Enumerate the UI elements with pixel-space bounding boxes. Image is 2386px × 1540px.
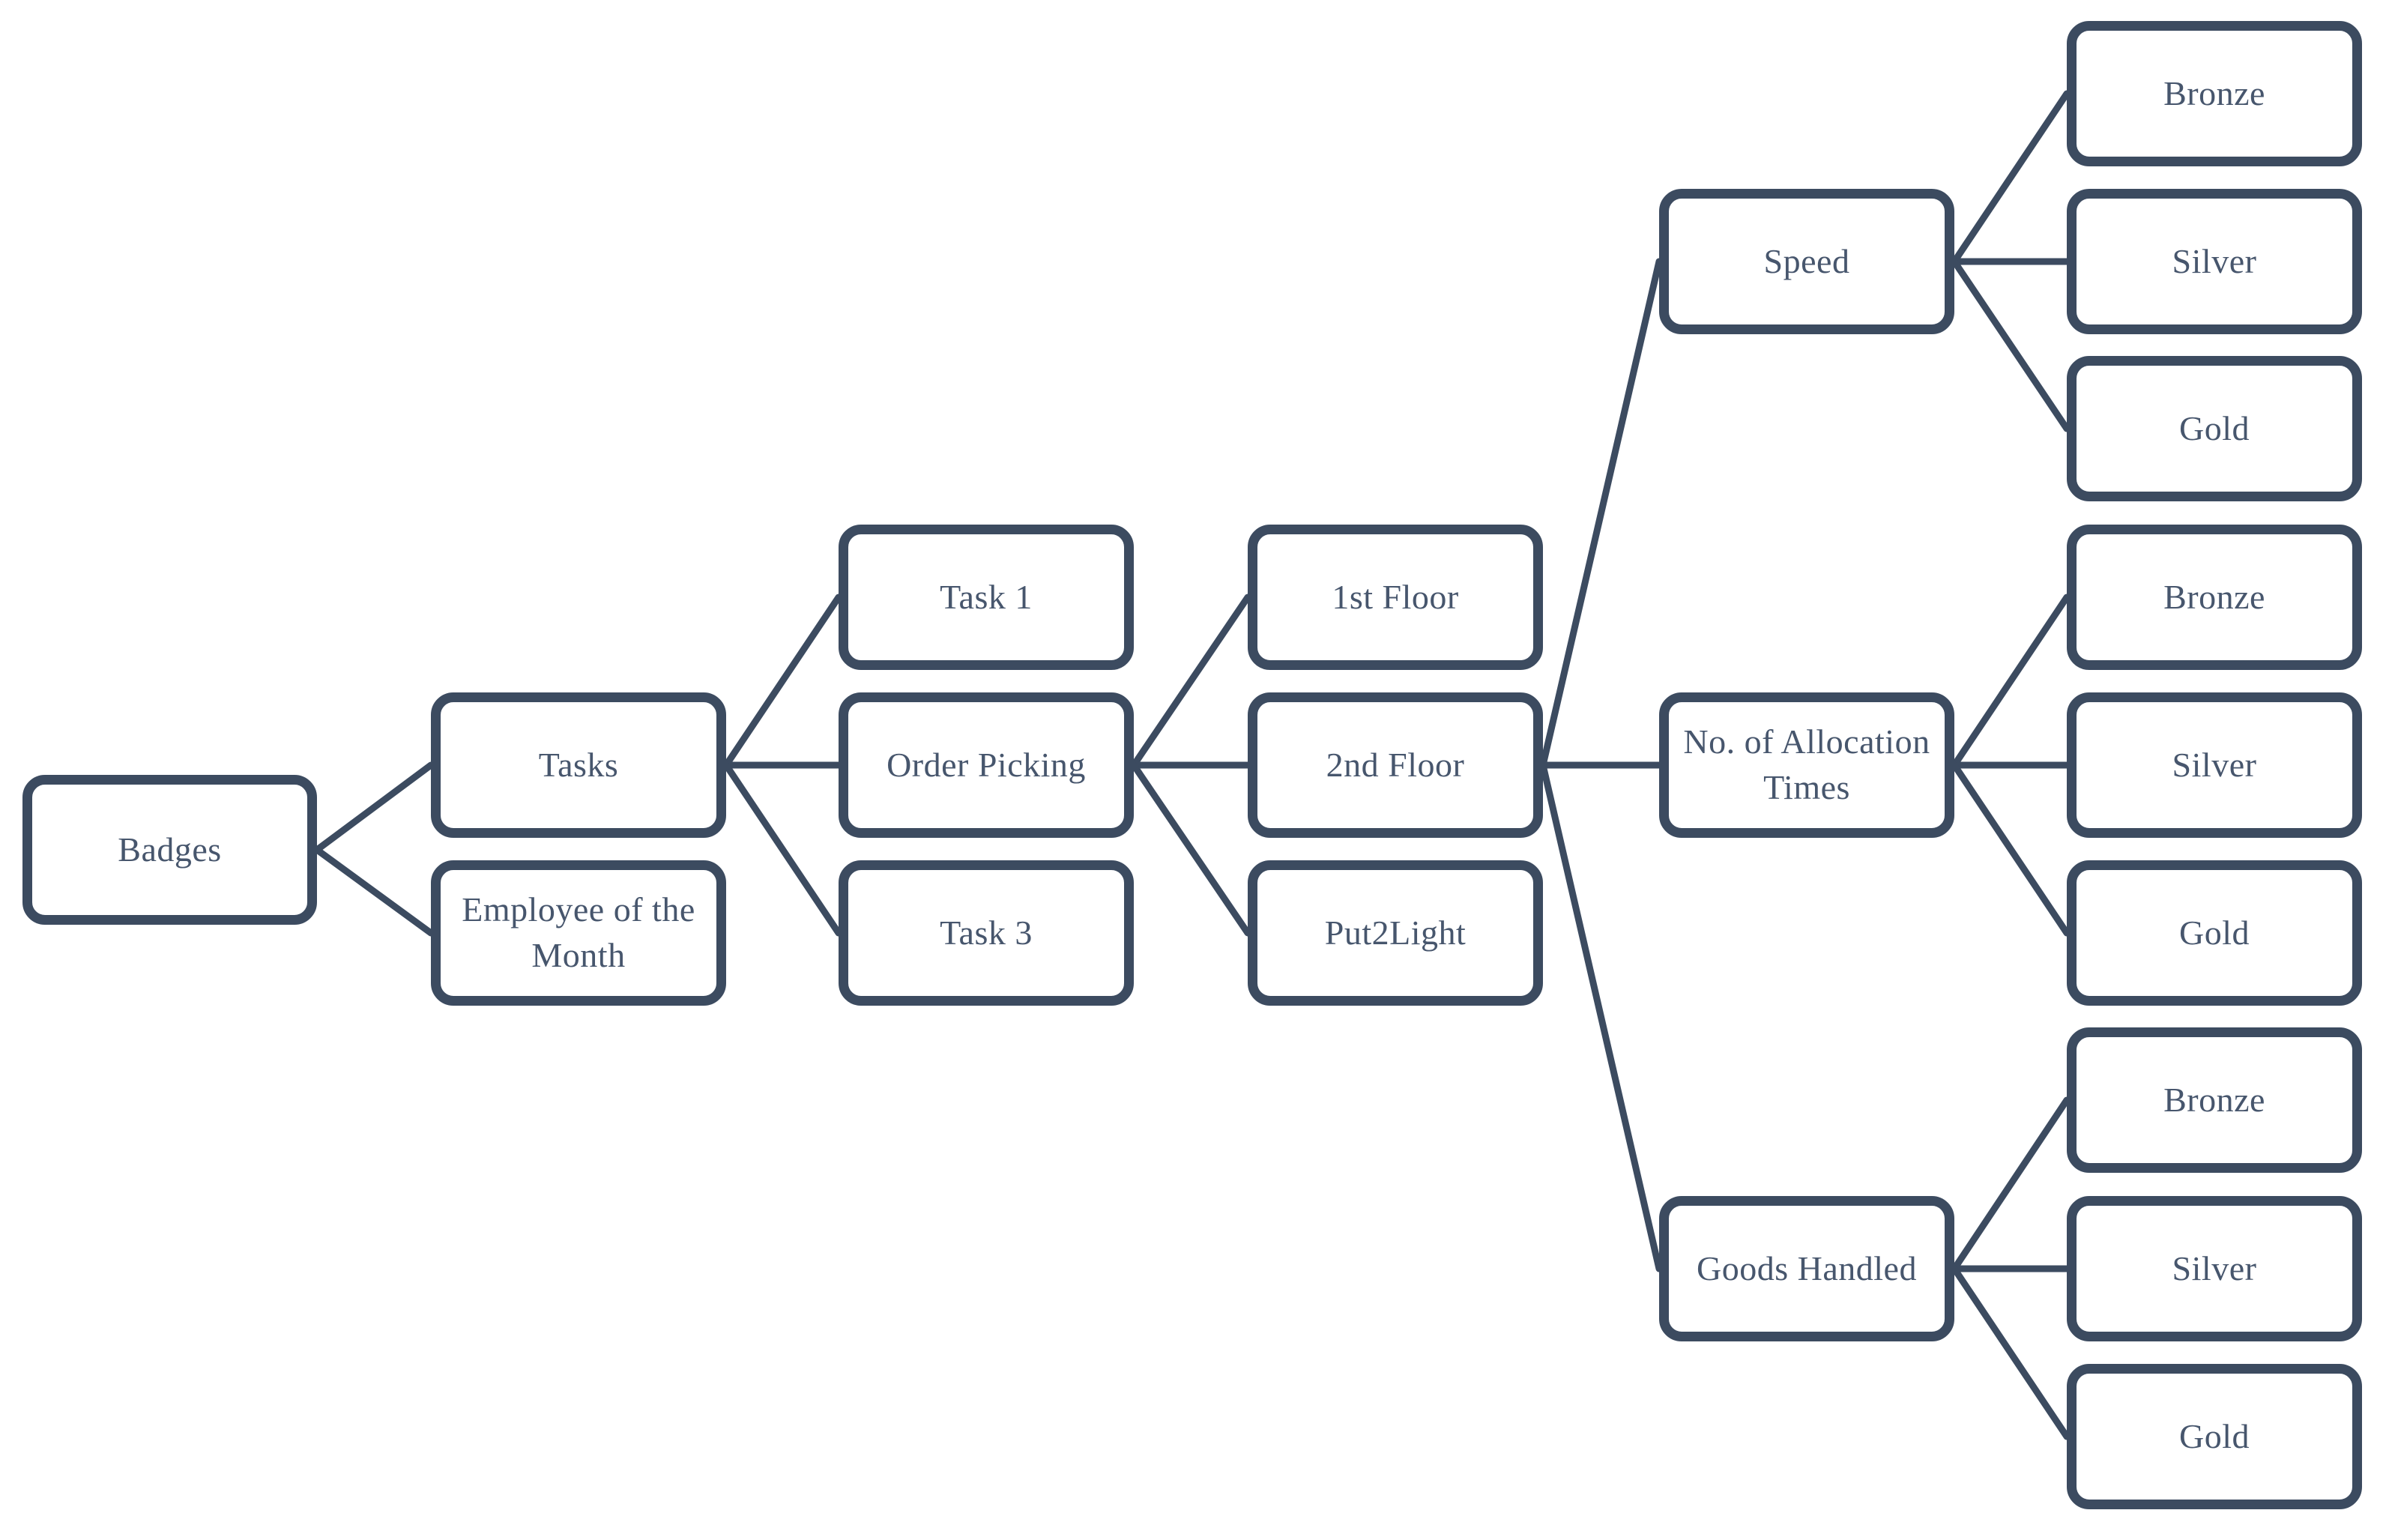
edge-order-picking-floor1: [1130, 594, 1251, 769]
node-employee: Employee of the Month: [431, 860, 726, 1006]
node-label: Silver: [2172, 1248, 2257, 1287]
edge-order-picking-put2light: [1130, 761, 1251, 937]
node-speed: Speed: [1659, 189, 1954, 334]
node-order-picking: Order Picking: [839, 692, 1134, 838]
edge-badges-tasks: [313, 761, 435, 854]
node-tasks: Tasks: [431, 692, 726, 838]
edge-speed-speed-gold: [1951, 258, 2071, 432]
node-label: Silver: [2172, 745, 2257, 784]
node-alloc-gold: Gold: [2067, 860, 2362, 1006]
edge-badges-employee: [313, 846, 435, 937]
node-label: Task 1: [940, 577, 1033, 616]
node-task1: Task 1: [839, 525, 1134, 670]
edge-tasks-task3: [722, 761, 842, 937]
node-label: Goods Handled: [1697, 1248, 1917, 1287]
node-label: Employee of the Month: [462, 890, 695, 974]
node-alloc: No. of Allocation Times: [1659, 692, 1954, 838]
node-label: 2nd Floor: [1326, 745, 1465, 784]
node-label: Badges: [118, 830, 222, 869]
node-speed-gold: Gold: [2067, 356, 2362, 501]
node-label: Gold: [2179, 408, 2250, 447]
node-goods: Goods Handled: [1659, 1196, 1954, 1341]
node-goods-silver: Silver: [2067, 1196, 2362, 1341]
node-task3: Task 3: [839, 860, 1134, 1006]
node-label: No. of Allocation Times: [1683, 722, 1930, 806]
edge-tasks-task1: [722, 594, 842, 769]
edge-speed-speed-bronze: [1951, 90, 2071, 265]
node-label: Speed: [1763, 241, 1850, 280]
edge-floor2-speed: [1539, 258, 1663, 769]
node-label: Bronze: [2163, 73, 2265, 112]
node-floor1: 1st Floor: [1248, 525, 1543, 670]
node-put2light: Put2Light: [1248, 860, 1543, 1006]
edge-goods-goods-gold: [1951, 1265, 2071, 1440]
node-goods-gold: Gold: [2067, 1364, 2362, 1509]
node-badges: Badges: [22, 775, 317, 925]
node-label: Bronze: [2163, 1080, 2265, 1119]
edge-alloc-alloc-gold: [1951, 761, 2071, 937]
node-label: Gold: [2179, 913, 2250, 952]
edge-goods-goods-bronze: [1951, 1096, 2071, 1272]
node-label: Gold: [2179, 1416, 2250, 1455]
node-floor2: 2nd Floor: [1248, 692, 1543, 838]
node-label: Tasks: [538, 745, 619, 784]
node-speed-bronze: Bronze: [2067, 21, 2362, 166]
edge-floor2-goods: [1539, 761, 1663, 1272]
node-label: Silver: [2172, 241, 2257, 280]
node-label: Order Picking: [887, 745, 1086, 784]
node-label: Put2Light: [1324, 913, 1467, 952]
node-label: Bronze: [2163, 577, 2265, 616]
node-alloc-bronze: Bronze: [2067, 525, 2362, 670]
node-alloc-silver: Silver: [2067, 692, 2362, 838]
node-label: Task 3: [940, 913, 1033, 952]
edge-alloc-alloc-bronze: [1951, 594, 2071, 769]
node-goods-bronze: Bronze: [2067, 1027, 2362, 1173]
node-label: 1st Floor: [1332, 577, 1459, 616]
node-speed-silver: Silver: [2067, 189, 2362, 334]
